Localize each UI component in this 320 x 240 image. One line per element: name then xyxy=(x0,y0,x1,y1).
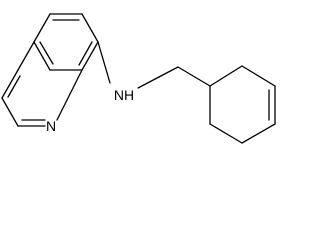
quinoline-ring-system: N xyxy=(1,13,99,134)
amine-linker: NH xyxy=(97,41,211,103)
double-bond-inner xyxy=(78,41,93,66)
bond xyxy=(33,13,51,43)
bond xyxy=(137,66,179,89)
amine-nitrogen-label: NH xyxy=(114,87,134,103)
bond xyxy=(241,65,276,87)
bond xyxy=(81,41,99,71)
bond xyxy=(97,41,111,84)
pyridine-ring xyxy=(1,41,83,127)
double-bond-inner xyxy=(39,41,54,65)
ring-nitrogen-label: N xyxy=(46,118,56,134)
bond xyxy=(81,13,99,43)
double-bond-inner xyxy=(7,75,21,98)
bond xyxy=(209,65,243,87)
bond xyxy=(177,66,211,87)
benzo-ring xyxy=(33,13,99,71)
bond xyxy=(209,123,243,144)
bond xyxy=(33,41,51,71)
bond xyxy=(56,69,83,121)
bond xyxy=(241,123,276,144)
bond xyxy=(1,97,19,127)
bond xyxy=(1,69,19,99)
cyclohexene-ring xyxy=(209,65,276,144)
bond xyxy=(17,41,35,71)
molecule-structure: N NH xyxy=(1,13,276,144)
